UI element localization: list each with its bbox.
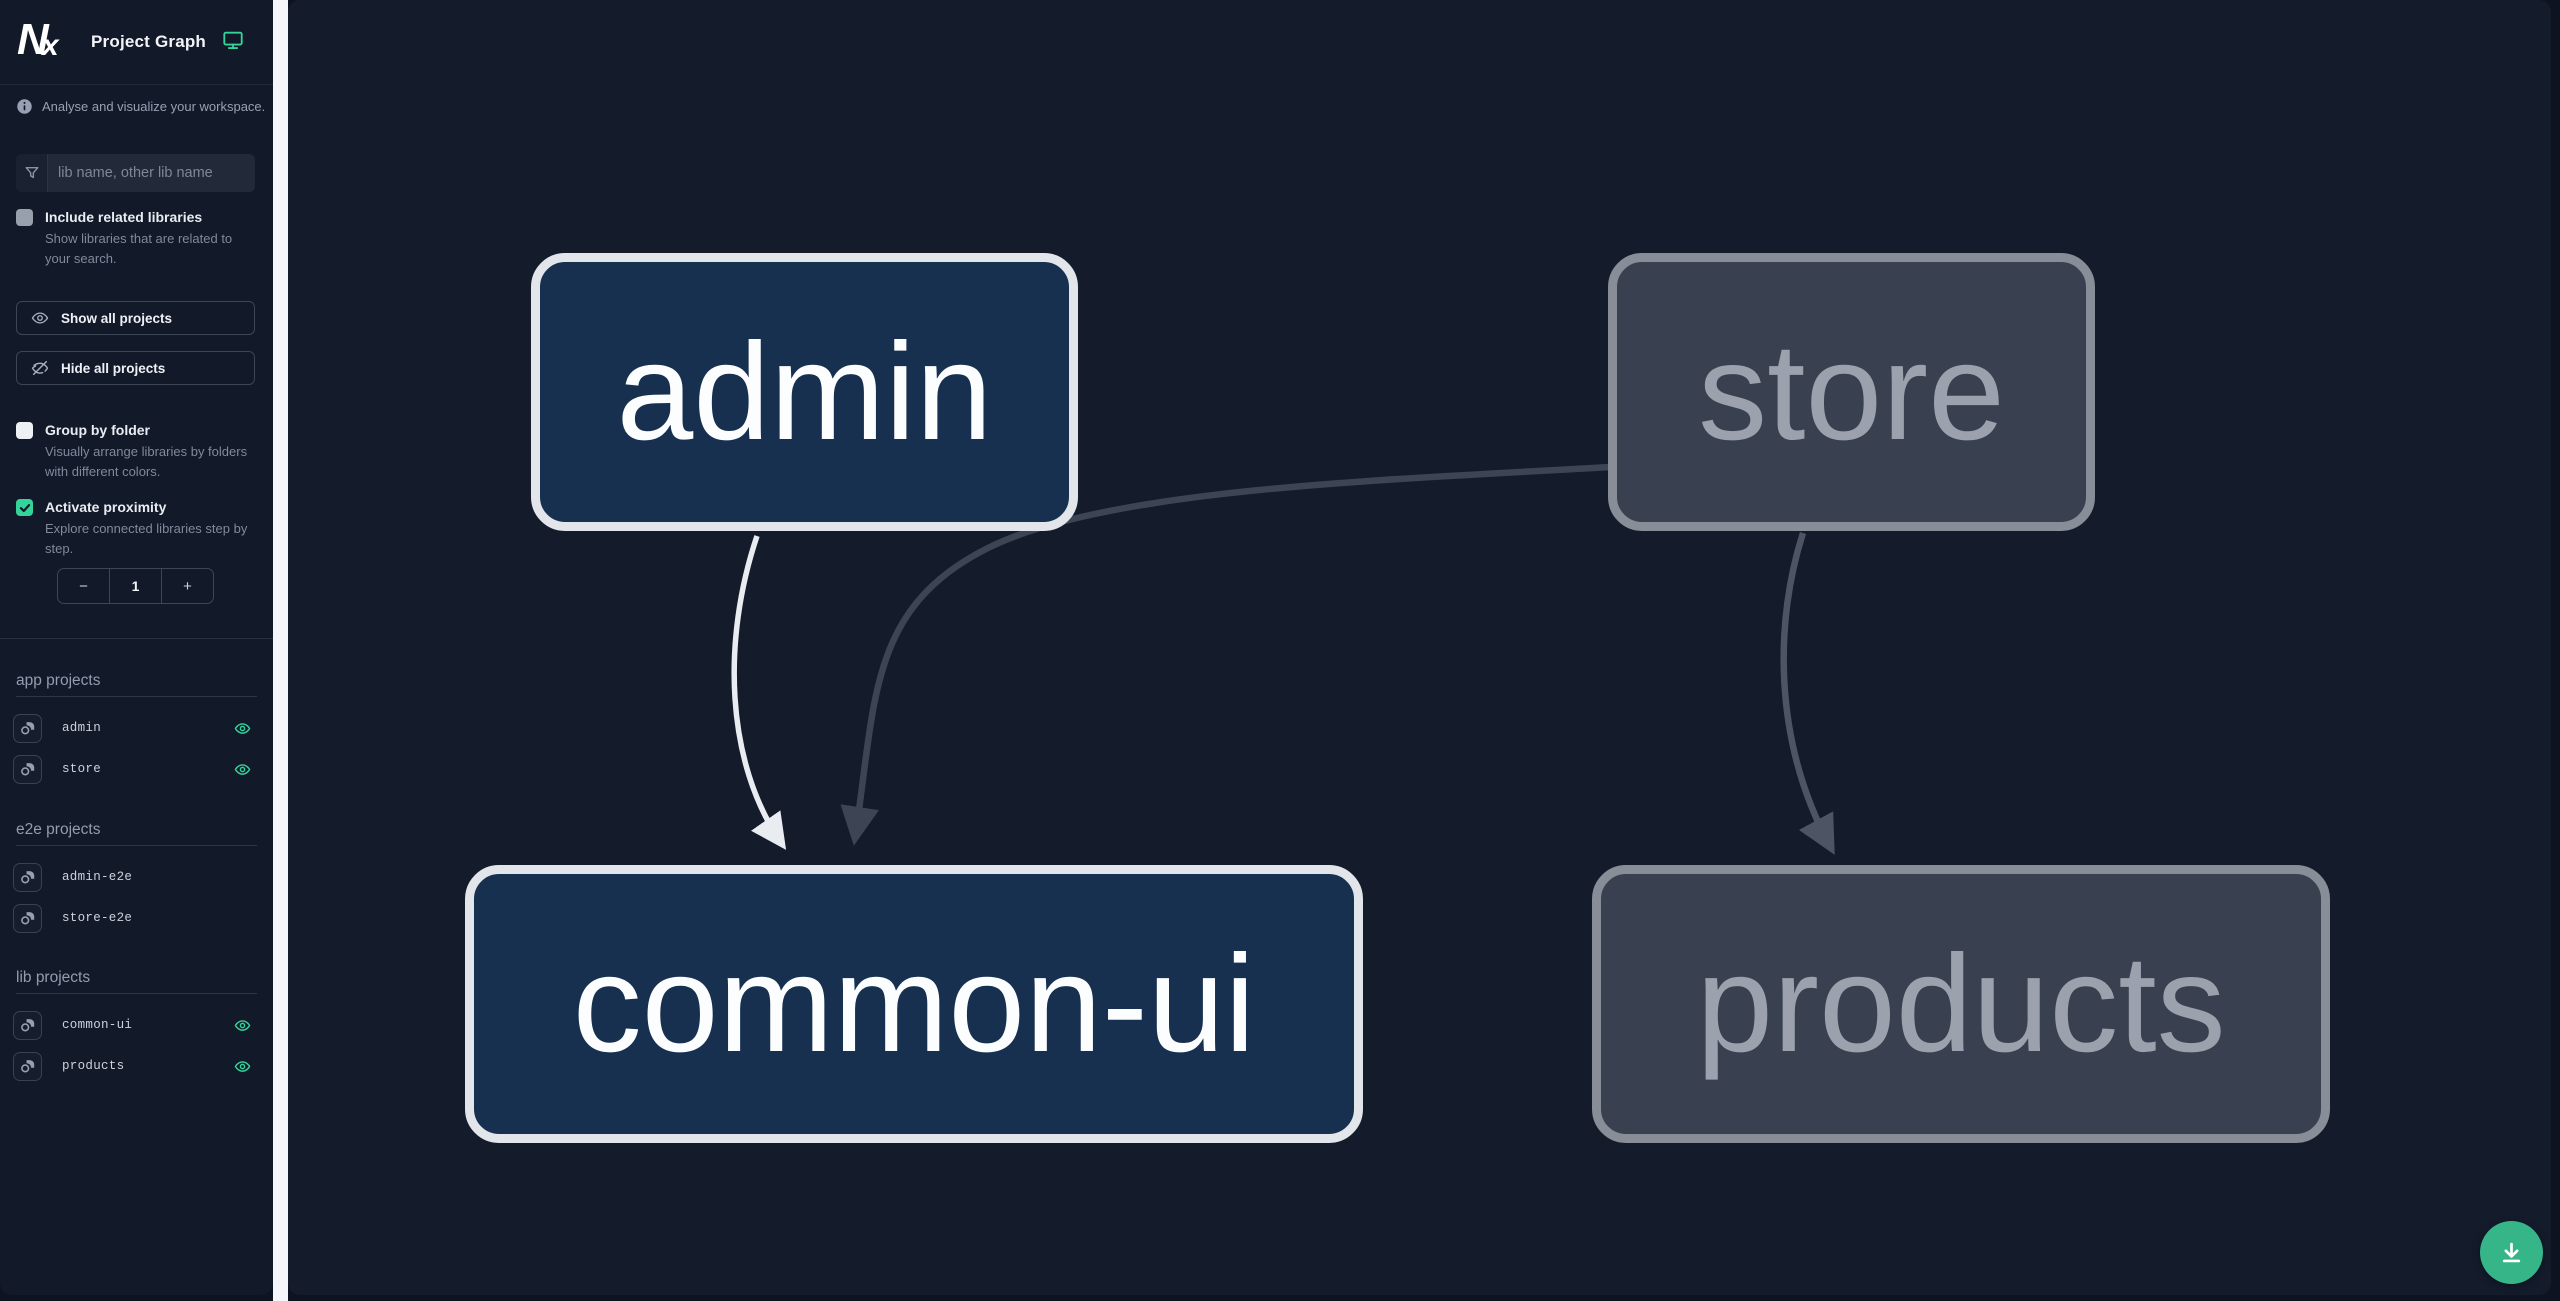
toggle-visibility-eye-icon[interactable] [234,720,251,737]
workspace-subtitle: Analyse and visualize your workspace. [16,98,265,115]
info-icon [17,99,32,114]
show-all-projects-label: Show all projects [61,310,173,326]
project-name: store [62,762,102,776]
check-icon [19,503,30,512]
focus-icon [21,762,35,775]
graph-canvas[interactable]: admin store common-ui products [288,0,2551,1295]
sidebar-divider [0,638,273,639]
activate-proximity-label: Activate proximity [45,499,167,515]
focus-project-button[interactable] [13,903,42,933]
group-by-folder-checkbox[interactable] [16,422,33,439]
focus-icon [21,911,35,924]
focus-icon [21,870,35,883]
project-name: products [62,1059,125,1073]
activate-proximity-option: Activate proximity Explore connected lib… [16,497,259,559]
increment-button[interactable]: + [183,577,192,595]
focus-project-button[interactable] [13,1010,42,1040]
project-name: admin-e2e [62,870,133,884]
hide-all-projects-button[interactable]: Hide all projects [16,351,255,385]
edge-store-to-products[interactable] [1780,532,1835,855]
show-all-projects-button[interactable]: Show all projects [16,301,255,335]
nx-logo-x: x [42,29,59,62]
project-row-admin[interactable]: admin [13,713,265,743]
search-input[interactable] [48,154,255,192]
edge-admin-to-common-ui[interactable] [731,535,787,850]
monitor-icon[interactable] [222,29,244,56]
decrement-button[interactable]: − [79,577,88,595]
focus-project-button[interactable] [13,713,42,743]
filter-icon [25,166,38,179]
focus-icon [21,721,35,734]
page-title: Project Graph [91,32,207,51]
project-name: store-e2e [62,911,133,925]
dependency-edges [731,463,1835,855]
edge-store-to-common-ui[interactable] [840,463,1611,846]
proximity-depth-value: 1 [109,569,162,603]
project-row-store[interactable]: store [13,754,265,784]
node-label: products [1696,926,2226,1081]
toggle-visibility-eye-icon[interactable] [234,761,251,778]
sidebar-header: N x Project Graph [0,0,273,85]
toggle-visibility-eye-icon[interactable] [234,1017,251,1034]
download-icon [2502,1242,2521,1263]
section-heading-e2e-projects: e2e projects [16,821,257,846]
graph-node-admin[interactable]: admin [531,253,1078,531]
focus-icon [21,1059,35,1072]
focus-project-button[interactable] [13,754,42,784]
group-by-folder-label: Group by folder [45,422,150,438]
nx-logo: N x [17,15,67,65]
group-by-folder-option: Group by folder Visually arrange librari… [16,420,259,482]
sidebar: N x Project Graph Analyse and visualize … [0,0,273,1295]
focus-project-button[interactable] [13,1051,42,1081]
graph-node-store[interactable]: store [1608,253,2095,531]
project-row-common-ui[interactable]: common-ui [13,1010,265,1040]
nx-logo-n: N [17,15,49,64]
include-related-option: Include related libraries Show libraries… [16,207,259,269]
graph-node-common-ui[interactable]: common-ui [465,865,1363,1143]
eye-icon [31,312,49,324]
graph-node-products[interactable]: products [1592,865,2330,1143]
include-related-label: Include related libraries [45,209,203,225]
activate-proximity-description: Explore connected libraries step by step… [45,521,248,556]
node-label: common-ui [572,926,1256,1081]
project-row-store-e2e[interactable]: store-e2e [13,903,265,933]
activate-proximity-checkbox[interactable] [16,499,33,516]
project-name: admin [62,721,102,735]
proximity-depth-stepper: − 1 + [57,568,214,604]
include-related-description: Show libraries that are related to your … [45,231,233,266]
subtitle-text: Analyse and visualize your workspace. [42,99,266,114]
sidebar-resize-handle[interactable] [273,0,288,1301]
focus-icon [21,1018,35,1031]
section-heading-app-projects: app projects [16,672,257,697]
group-by-folder-description: Visually arrange libraries by folders wi… [45,444,248,479]
project-row-products[interactable]: products [13,1051,265,1081]
hide-all-projects-label: Hide all projects [61,360,166,376]
filter-icon-segment [16,154,48,192]
section-heading-lib-projects: lib projects [16,969,257,994]
eye-off-icon [31,360,49,376]
project-name: common-ui [62,1018,133,1032]
toggle-visibility-eye-icon[interactable] [234,1058,251,1075]
focus-project-button[interactable] [13,862,42,892]
node-label: admin [616,314,993,469]
project-row-admin-e2e[interactable]: admin-e2e [13,862,265,892]
download-graph-button[interactable] [2480,1221,2543,1284]
include-related-checkbox[interactable] [16,209,33,226]
node-label: store [1698,314,2005,469]
search-bar [16,154,255,192]
